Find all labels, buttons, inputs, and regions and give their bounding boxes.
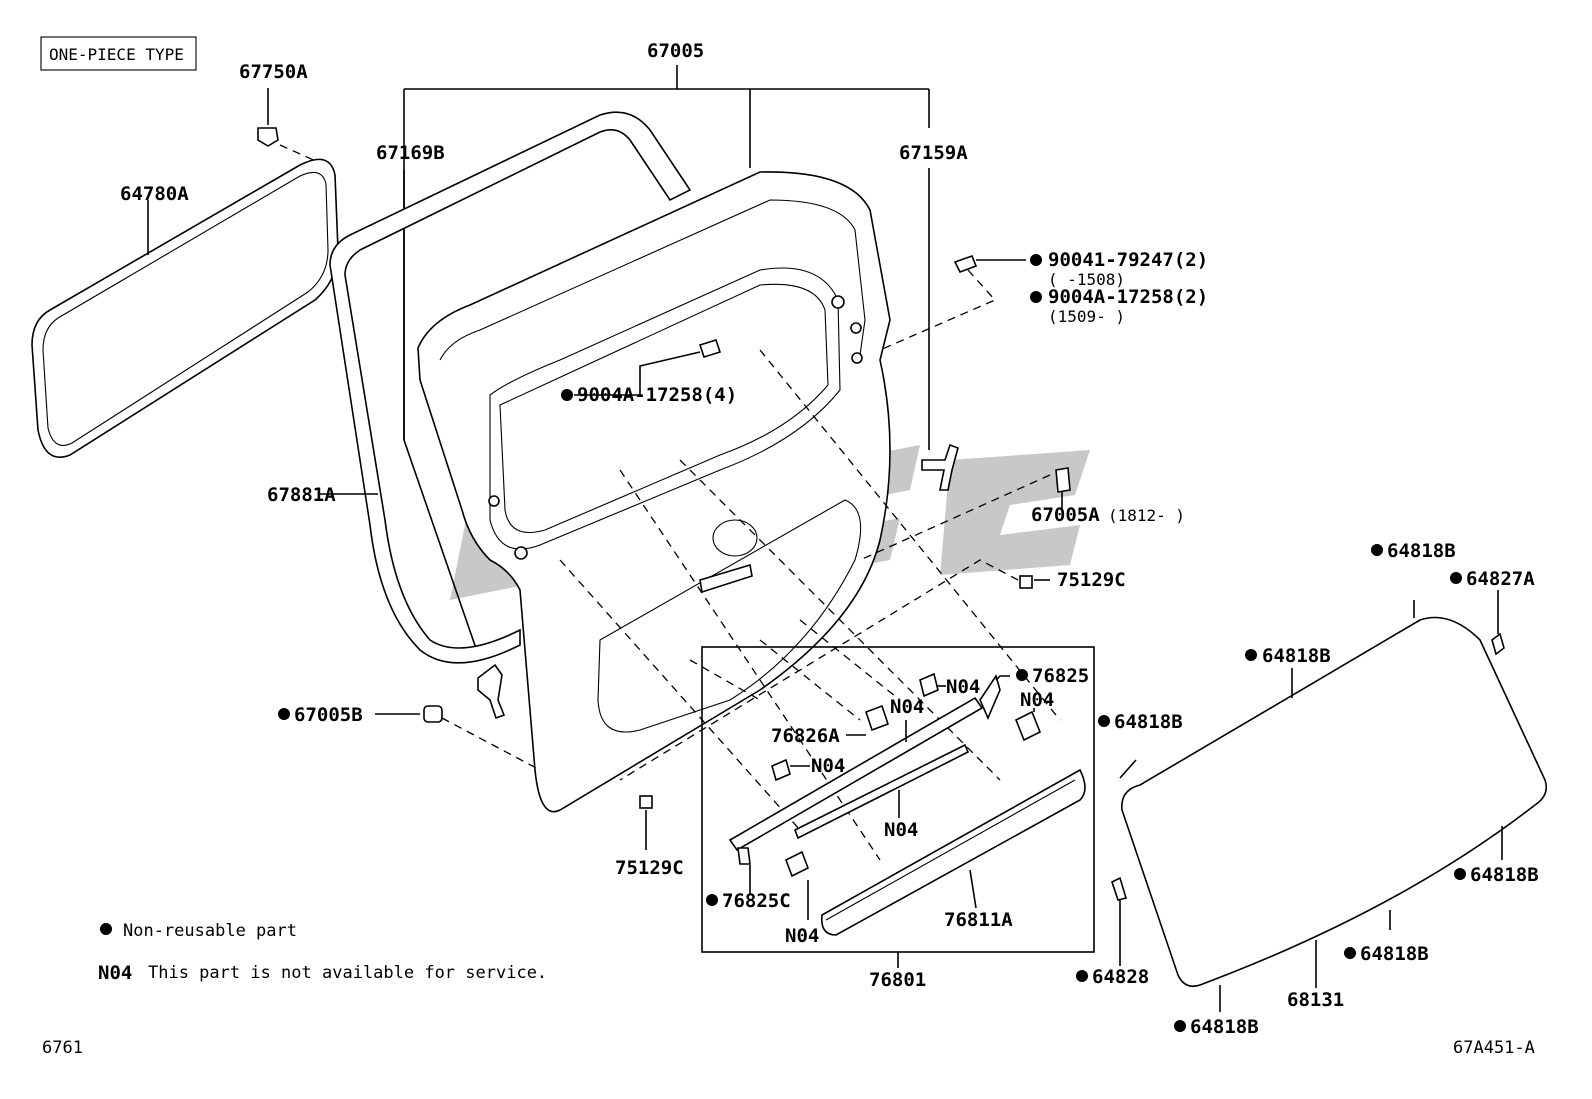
label-76825: 76825 — [1032, 665, 1089, 687]
label-76801: 76801 — [869, 969, 926, 991]
label-67159A: 67159A — [899, 142, 968, 164]
group-bracket — [403, 65, 930, 661]
label-67881A: 67881A — [267, 484, 336, 506]
weatherstrip-67881A — [318, 111, 692, 664]
label-90041-range: ( -1508) — [1048, 270, 1125, 289]
label-64818B-2: 64818B — [1262, 645, 1331, 667]
label-67005A: 67005A — [1031, 504, 1100, 526]
header-box-label: ONE-PIECE TYPE — [49, 45, 184, 64]
label-n04-a: N04 — [946, 676, 980, 698]
back-door-67005 — [417, 171, 891, 813]
label-n04-f: N04 — [785, 925, 819, 947]
cap-75129C-right — [619, 559, 1050, 781]
label-n04-c: N04 — [890, 696, 924, 718]
label-64780A: 64780A — [120, 183, 189, 205]
glass-68131 — [1111, 590, 1548, 1012]
garnish-box-76801 — [701, 646, 1095, 968]
label-64818B-5: 64818B — [1360, 943, 1429, 965]
exploded-lines — [559, 349, 1061, 861]
label-76811A: 76811A — [944, 909, 1013, 931]
label-90041-79247: 90041-79247(2) — [1048, 249, 1208, 271]
bolt-9004A-inner — [574, 339, 722, 396]
label-9004A-range: (1509- ) — [1048, 307, 1125, 326]
label-64818B-1: 64818B — [1387, 540, 1456, 562]
legend-n04-text: This part is not available for service. — [148, 963, 547, 983]
damper-67005A — [859, 467, 1071, 561]
diagram-code: 67A451-A — [1453, 1038, 1535, 1058]
label-64818B-6: 64818B — [1190, 1016, 1259, 1038]
label-n04-e: N04 — [884, 819, 918, 841]
hinge-bracket-67159A — [921, 443, 959, 491]
panel-64780A — [31, 158, 339, 458]
label-75129C-bottom: 75129C — [615, 857, 684, 879]
label-n04-b: N04 — [1020, 689, 1054, 711]
label-76825C: 76825C — [722, 890, 791, 912]
label-64827A: 64827A — [1466, 568, 1535, 590]
bullet-markers — [100, 254, 1466, 1032]
cap-75129C-bottom — [639, 795, 653, 850]
label-64818B-3: 64818B — [1114, 711, 1183, 733]
legend-n04-code: N04 — [98, 962, 132, 984]
hinge-bracket-67169B — [477, 663, 506, 720]
label-67005A-range: (1812- ) — [1108, 506, 1185, 525]
page-code: 6761 — [42, 1038, 83, 1058]
damper-67005B — [375, 705, 541, 771]
label-67169B: 67169B — [376, 142, 445, 164]
label-67750A: 67750A — [239, 61, 308, 83]
legend-non-reusable: Non-reusable part — [123, 921, 297, 941]
label-67005: 67005 — [647, 40, 704, 62]
header-box — [40, 36, 197, 71]
label-64828: 64828 — [1092, 966, 1149, 988]
label-9004A-17258-4: 9004A-17258(4) — [577, 384, 737, 406]
label-9004A-17258-2: 9004A-17258(2) — [1048, 286, 1208, 308]
label-n04-d: N04 — [811, 755, 845, 777]
label-75129C-right: 75129C — [1057, 569, 1126, 591]
label-76826A: 76826A — [771, 725, 840, 747]
bolt-90041 — [879, 254, 1026, 351]
clip-67750A — [257, 88, 319, 163]
label-68131: 68131 — [1287, 989, 1344, 1011]
label-67005B: 67005B — [294, 704, 363, 726]
label-64818B-4: 64818B — [1470, 864, 1539, 886]
